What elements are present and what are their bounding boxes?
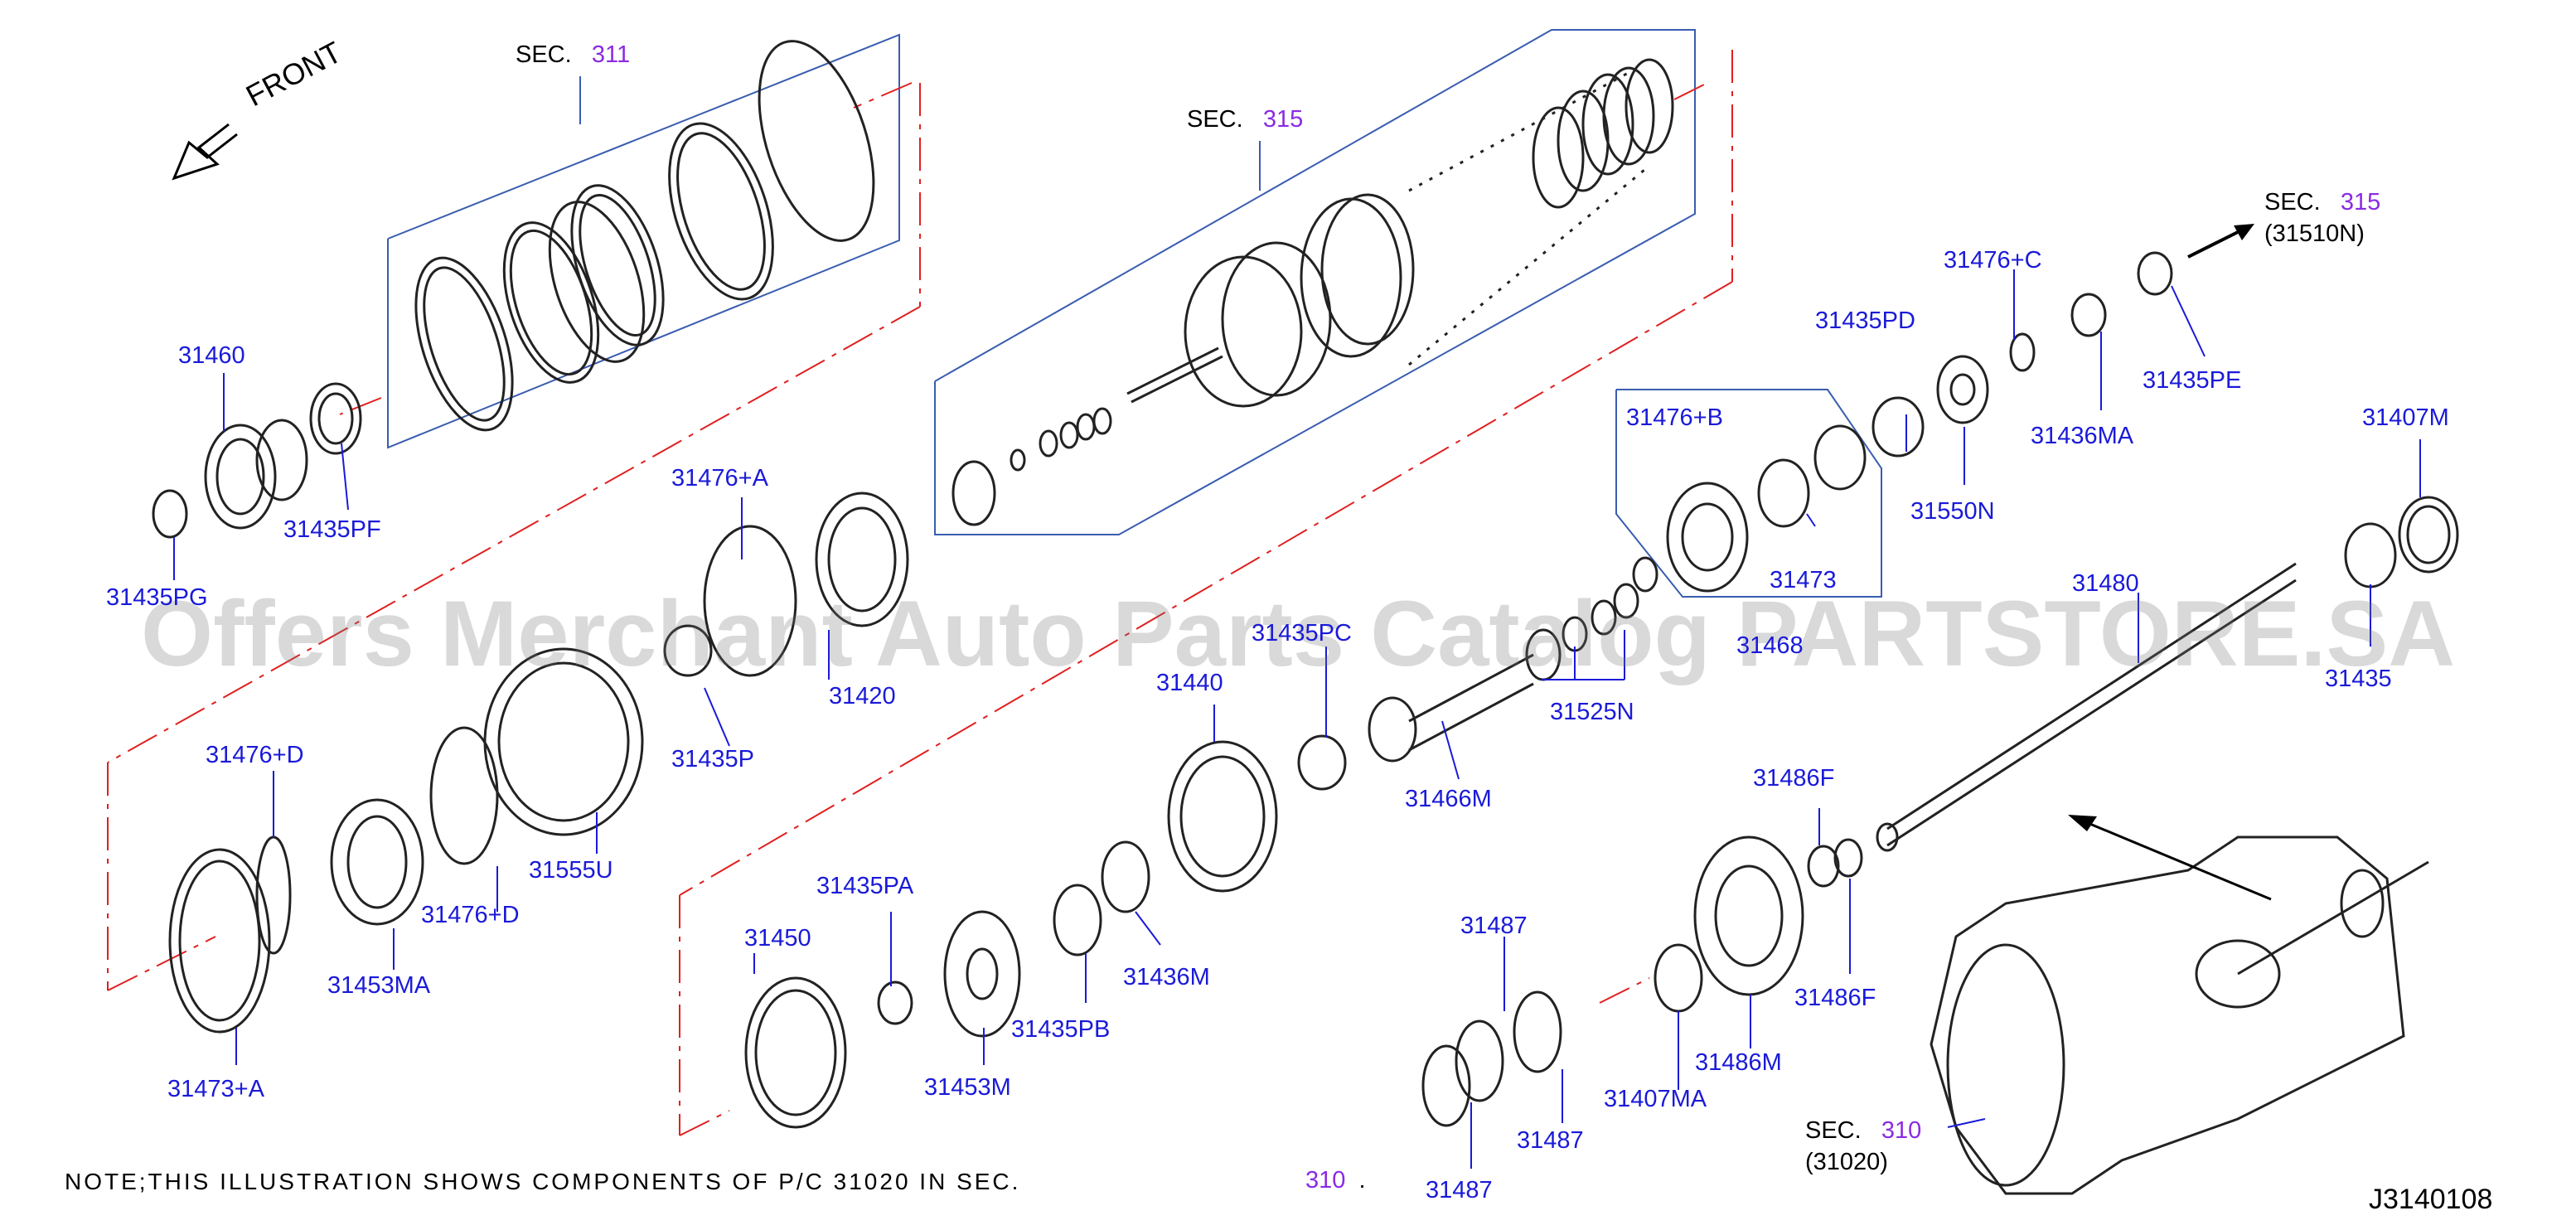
part-31407m[interactable]: 31407M	[2362, 404, 2449, 431]
part-31555u[interactable]: 31555U	[529, 857, 613, 884]
sec-311-box	[387, 33, 900, 449]
part-31435[interactable]: 31435	[2325, 666, 2392, 692]
sec-number[interactable]: 315	[1262, 106, 1304, 133]
part-31435pa[interactable]: 31435PA	[816, 873, 914, 899]
sec-315-box	[934, 29, 1696, 535]
part-31460[interactable]: 31460	[178, 342, 245, 369]
part-31473[interactable]: 31473	[1770, 567, 1837, 593]
diagram-code: J3140108	[2369, 1184, 2493, 1215]
part-31487-top[interactable]: 31487	[1460, 913, 1528, 939]
sec-315-arrowhead	[2234, 224, 2254, 240]
sec-311-label[interactable]: SEC. 311	[516, 43, 630, 67]
sec-315-sub: (31510N)	[2264, 220, 2365, 247]
transmission-housing	[1930, 835, 2429, 1195]
part-31453ma[interactable]: 31453MA	[327, 972, 431, 999]
sec-310-sub: (31020)	[1805, 1149, 1888, 1175]
leader-lines	[173, 269, 2421, 1169]
sec-prefix: SEC.	[1805, 1117, 1862, 1144]
part-31550n[interactable]: 31550N	[1910, 498, 1995, 525]
sec-prefix: SEC.	[516, 41, 572, 68]
sec-315-ref-label[interactable]: SEC. 315	[2264, 191, 2380, 215]
front-arrow	[172, 123, 238, 181]
part-31435p[interactable]: 31435P	[671, 746, 754, 772]
sec-311-plates	[414, 40, 875, 432]
part-31486f-upper[interactable]: 31486F	[1753, 765, 1835, 792]
part-31476c[interactable]: 31476+C	[1944, 247, 2042, 274]
part-31476d-upper[interactable]: 31476+D	[206, 742, 304, 768]
part-31435pb[interactable]: 31435PB	[1011, 1016, 1111, 1043]
part-31487-mid[interactable]: 31487	[1517, 1127, 1584, 1154]
assembly-arrowhead	[2068, 815, 2097, 831]
sec-prefix: SEC.	[1187, 106, 1243, 133]
part-31525n[interactable]: 31525N	[1550, 699, 1634, 725]
sec-number[interactable]: 310	[1881, 1117, 1922, 1144]
part-31487-bottom[interactable]: 31487	[1426, 1177, 1493, 1203]
footnote-text: NOTE;THIS ILLUSTRATION SHOWS COMPONENTS …	[65, 1169, 1021, 1194]
part-31450[interactable]: 31450	[744, 925, 811, 952]
upper-right-parts	[1421, 251, 2459, 1127]
part-31435pd[interactable]: 31435PD	[1815, 308, 1915, 334]
part-31476b[interactable]: 31476+B	[1626, 404, 1723, 431]
part-31435pc[interactable]: 31435PC	[1252, 620, 1352, 646]
assembly-arrow	[2071, 815, 2272, 901]
part-31407ma[interactable]: 31407MA	[1604, 1086, 1707, 1112]
part-31468[interactable]: 31468	[1736, 632, 1804, 659]
part-31435pg[interactable]: 31435PG	[106, 584, 208, 611]
gear-parts	[152, 382, 1658, 1129]
footnote-sec-number[interactable]: 310	[1305, 1167, 1346, 1194]
part-31473a[interactable]: 31473+A	[167, 1076, 264, 1102]
footnote-dot: .	[1358, 1167, 1366, 1194]
sec-315-parts	[951, 58, 1674, 526]
part-31436m[interactable]: 31436M	[1123, 964, 1210, 990]
part-31466m[interactable]: 31466M	[1405, 786, 1492, 812]
part-31435pf[interactable]: 31435PF	[283, 516, 381, 543]
part-31435pe[interactable]: 31435PE	[2143, 367, 2242, 394]
part-31476a[interactable]: 31476+A	[671, 465, 768, 492]
part-31476d-lower[interactable]: 31476+D	[421, 902, 520, 928]
part-31486m[interactable]: 31486M	[1695, 1049, 1782, 1076]
part-31436ma[interactable]: 31436MA	[2031, 423, 2134, 449]
part-31420[interactable]: 31420	[829, 683, 896, 709]
sec-315-label[interactable]: SEC. 315	[1187, 108, 1303, 132]
phantom-lines	[107, 50, 1733, 1136]
box-31476b	[1615, 389, 1882, 598]
footnote: NOTE;THIS ILLUSTRATION SHOWS COMPONENTS …	[65, 1169, 1020, 1195]
part-31453m[interactable]: 31453M	[924, 1074, 1011, 1101]
part-31480[interactable]: 31480	[2072, 570, 2139, 597]
footnote-sec-310[interactable]: 310 .	[1305, 1169, 1366, 1193]
sec-315-arrow	[2187, 226, 2247, 259]
sec-number[interactable]: 311	[591, 41, 631, 68]
sec-prefix: SEC.	[2264, 189, 2321, 215]
part-31486f-lower[interactable]: 31486F	[1794, 985, 1876, 1011]
part-31440[interactable]: 31440	[1156, 670, 1223, 696]
sec-310-label[interactable]: SEC. 310	[1805, 1119, 1921, 1143]
sec-number[interactable]: 315	[2340, 189, 2381, 215]
